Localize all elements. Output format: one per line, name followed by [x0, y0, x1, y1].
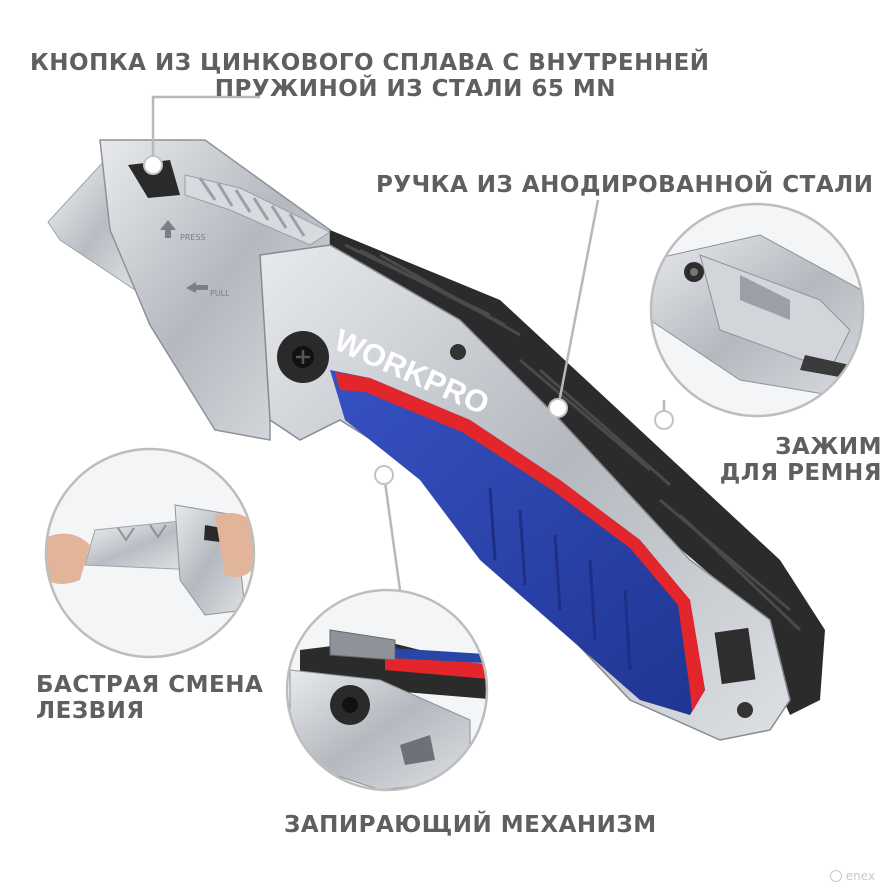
- watermark-ring-icon: [829, 870, 842, 882]
- callout-blade-text: БАСТРАЯ СМЕНА ЛЕЗВИЯ: [36, 672, 263, 725]
- callout-lock-text: ЗАПИРАЮЩИЙ МЕХАНИЗМ: [284, 812, 657, 838]
- pull-mark: PULL: [210, 289, 230, 298]
- blade-change-detail-circle: [44, 447, 256, 659]
- screw: [737, 702, 753, 718]
- callout-button-line2: ПРУЖИНОЙ ИЗ СТАЛИ 65 MN: [214, 76, 616, 103]
- release-button: [128, 160, 180, 198]
- utility-knife: PRESS PULL WORKPRO: [47, 139, 825, 741]
- screw: [450, 344, 466, 360]
- callout-blade-line2: ЛЕЗВИЯ: [36, 698, 145, 725]
- ribbed-grip: [184, 174, 332, 246]
- lock-detail-circle: [285, 588, 489, 792]
- blue-grip: [330, 370, 705, 715]
- callout-dots: [143, 155, 674, 485]
- press-mark: PRESS: [180, 233, 206, 242]
- watermark-text: enex: [845, 869, 875, 883]
- callout-lines: [151, 95, 666, 591]
- watermark: enex: [829, 869, 875, 883]
- callout-blade-line1: БАСТРАЯ СМЕНА: [36, 672, 264, 698]
- red-stripe: [335, 372, 705, 712]
- lanyard-hole: [714, 627, 756, 685]
- callout-clip-text: ЗАЖИМ ДЛЯ РЕМНЯ: [700, 434, 882, 487]
- callout-clip-line2: ДЛЯ РЕМНЯ: [719, 460, 882, 487]
- callout-button-line1: КНОПКА ИЗ ЦИНКОВОГО СПЛАВА С ВНУТРЕННЕЙ: [30, 50, 710, 76]
- callout-button-text: КНОПКА ИЗ ЦИНКОВОГО СПЛАВА С ВНУТРЕННЕЙ …: [30, 50, 710, 103]
- pull-arrow-icon: [186, 282, 208, 293]
- callout-handle-text: РУЧКА ИЗ АНОДИРОВАННОЙ СТАЛИ: [376, 172, 874, 198]
- clip-detail-circle: [649, 202, 865, 418]
- press-arrow-icon: [160, 220, 176, 238]
- callout-clip-line1: ЗАЖИМ: [775, 434, 882, 460]
